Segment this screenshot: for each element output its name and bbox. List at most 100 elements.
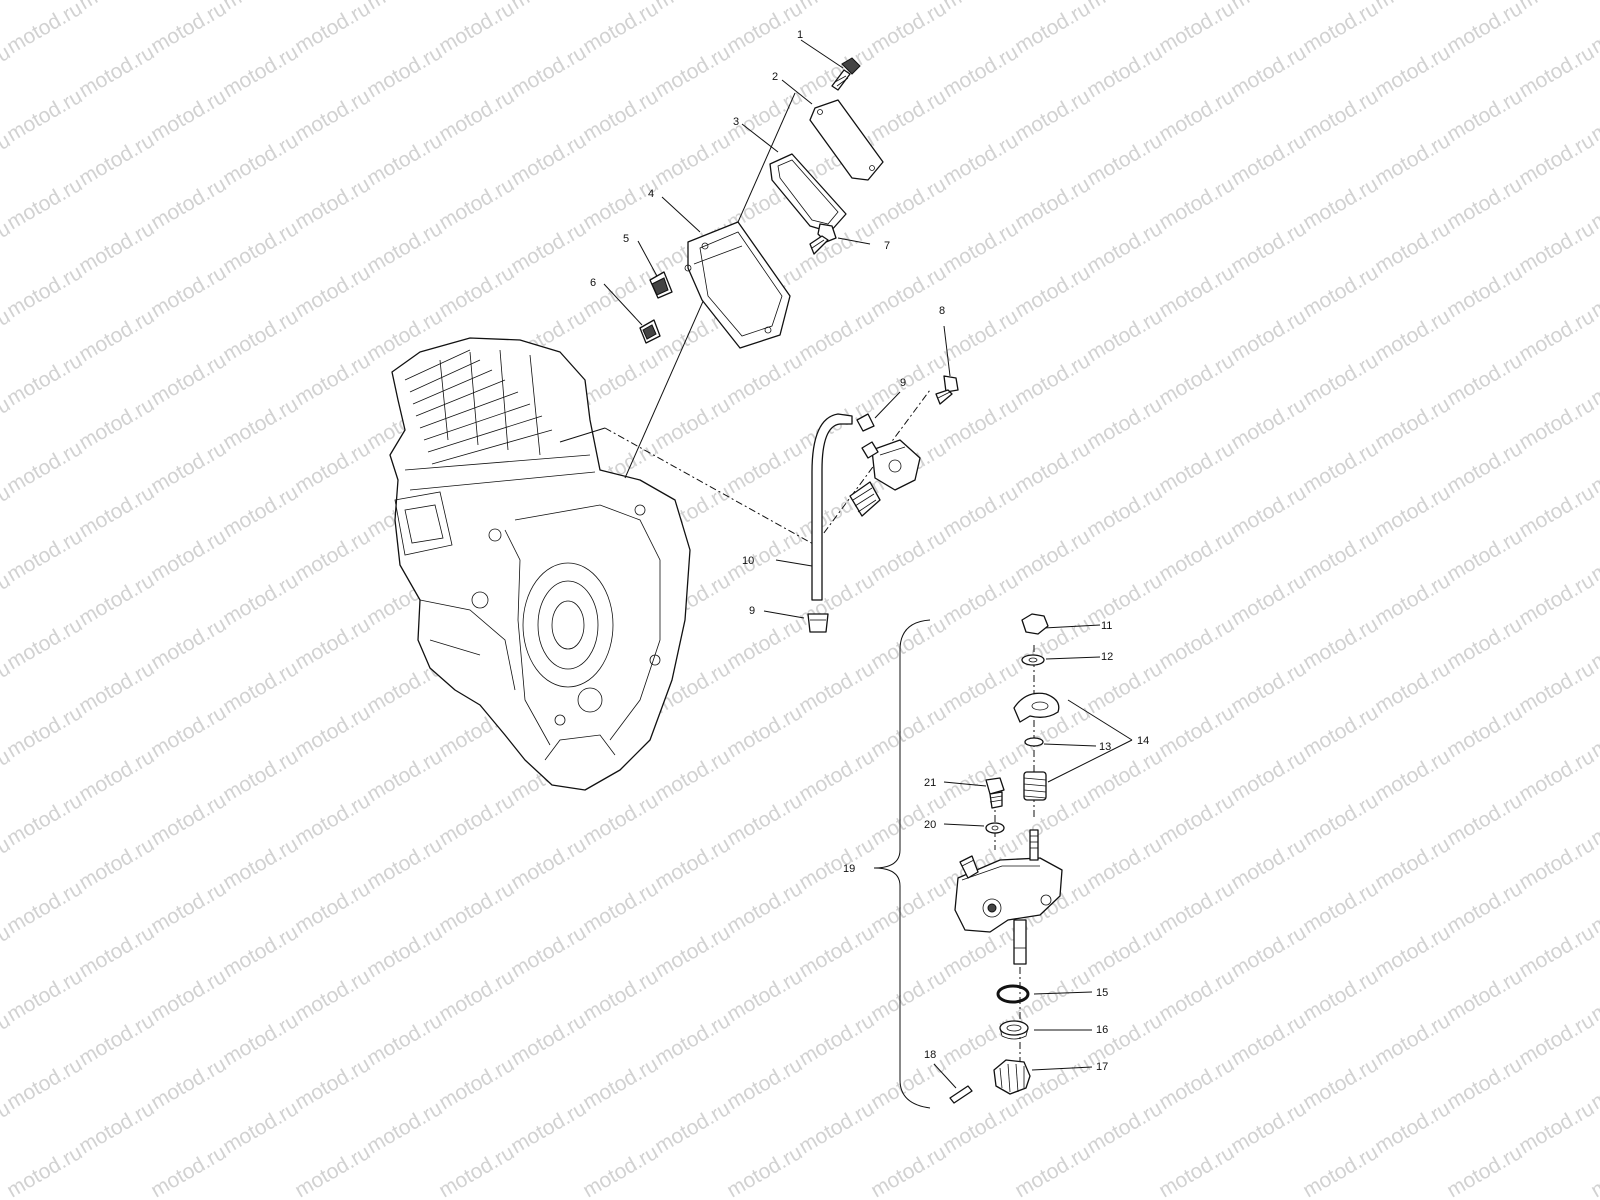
part-11-nut [1021, 613, 1101, 635]
watermark-text: motod.ru [939, 305, 1022, 366]
watermark-text: motod.ru [1515, 833, 1598, 894]
watermark-text: motod.ru [723, 965, 806, 1026]
watermark-text: motod.ru [291, 613, 374, 674]
part-9-clamp-lower [763, 610, 829, 633]
watermark-text: motod.ru [291, 877, 374, 938]
watermark-text: motod.ru [147, 437, 230, 498]
watermark-text: motod.ru [939, 569, 1022, 630]
watermark-text: motod.ru [651, 0, 734, 14]
watermark-text: motod.ru [1083, 745, 1166, 806]
watermark-text: motod.ru [1299, 1141, 1382, 1200]
watermark-text: motod.ru [219, 305, 302, 366]
watermark-text: motod.ru [291, 1141, 374, 1200]
watermark-text: motod.ru [795, 41, 878, 102]
watermark-text: motod.ru [1515, 0, 1598, 14]
watermark-text: motod.ru [1083, 657, 1166, 718]
part-9-clamp-upper [856, 391, 901, 432]
watermark-text: motod.ru [219, 569, 302, 630]
watermark-text: motod.ru [1515, 1097, 1598, 1158]
watermark-text: motod.ru [1371, 745, 1454, 806]
watermark-text: motod.ru [3, 349, 86, 410]
callout-label: 2 [772, 71, 778, 83]
watermark-text: motod.ru [147, 789, 230, 850]
watermark-text: motod.ru [0, 0, 14, 14]
watermark-text: motod.ru [363, 0, 446, 14]
watermark-text: motod.ru [939, 1097, 1022, 1158]
watermark-text: motod.ru [1155, 701, 1238, 762]
watermark-text: motod.ru [723, 525, 806, 586]
callout-label: 17 [1096, 1061, 1108, 1073]
watermark-text: motod.ru [147, 525, 230, 586]
watermark-text: motod.ru [507, 41, 590, 102]
engine-block [389, 337, 691, 791]
watermark-text: motod.ru [435, 1053, 518, 1114]
watermark-text: motod.ru [435, 1141, 518, 1200]
watermark-text: motod.ru [795, 921, 878, 982]
watermark-text: motod.ru [651, 1009, 734, 1070]
watermark-text: motod.ru [1011, 525, 1094, 586]
watermark-text: motod.ru [795, 0, 878, 14]
oil-pump-body [954, 829, 1063, 965]
watermark-text: motod.ru [147, 877, 230, 938]
callout-label: 21 [924, 777, 936, 789]
watermark-text: motod.ru [291, 261, 374, 322]
watermark-text: motod.ru [1227, 1097, 1310, 1158]
watermark-text: motod.ru [1227, 657, 1310, 718]
watermark-text: motod.ru [1155, 965, 1238, 1026]
watermark-text: motod.ru [75, 129, 158, 190]
watermark-text: motod.ru [75, 657, 158, 718]
watermark-text: motod.ru [1227, 393, 1310, 454]
part-5-fitting [637, 240, 673, 299]
watermark-text: motod.ru [795, 745, 878, 806]
watermark-text: motod.ru [1443, 85, 1526, 146]
callout-label: 10 [742, 555, 754, 567]
watermark-text: motod.ru [1371, 481, 1454, 542]
watermark-text: motod.ru [579, 789, 662, 850]
watermark-text: motod.ru [291, 789, 374, 850]
watermark-text: motod.ru [1083, 41, 1166, 102]
watermark-text: motod.ru [579, 877, 662, 938]
watermark-text: motod.ru [1227, 745, 1310, 806]
watermark-text: motod.ru [1299, 85, 1382, 146]
watermark-text: motod.ru [867, 525, 950, 586]
watermark-text: motod.ru [579, 173, 662, 234]
watermark-text: motod.ru [795, 569, 878, 630]
part-16-seal [999, 1020, 1092, 1040]
watermark-text: motod.ru [651, 393, 734, 454]
watermark-text: motod.ru [795, 1009, 878, 1070]
watermark-text: motod.ru [75, 393, 158, 454]
callout-label: 18 [924, 1049, 936, 1061]
watermark-text: motod.ru [1371, 1009, 1454, 1070]
watermark-text: motod.ru [1299, 877, 1382, 938]
watermark-text: motod.ru [147, 1053, 230, 1114]
watermark-text: motod.ru [363, 217, 446, 278]
watermark-text: motod.ru [1299, 965, 1382, 1026]
watermark-text: motod.ru [1587, 1141, 1600, 1200]
watermark-text: motod.ru [3, 1141, 86, 1200]
watermark-text: motod.ru [219, 393, 302, 454]
watermark-text: motod.ru [1299, 437, 1382, 498]
watermark-text: motod.ru [219, 217, 302, 278]
watermark-text: motod.ru [3, 613, 86, 674]
watermark-text: motod.ru [867, 701, 950, 762]
watermark-text: motod.ru [1011, 349, 1094, 410]
watermark-text: motod.ru [939, 0, 1022, 14]
watermark-text: motod.ru [1155, 1053, 1238, 1114]
watermark-text: motod.ru [1011, 965, 1094, 1026]
callout-label: 19 [843, 863, 855, 875]
part-21-screw [943, 777, 1005, 809]
watermark-text: motod.ru [75, 833, 158, 894]
watermark-text: motod.ru [1227, 1009, 1310, 1070]
watermark-text: motod.ru [1371, 393, 1454, 454]
watermark-text: motod.ru [1371, 305, 1454, 366]
watermark-text: motod.ru [1155, 613, 1238, 674]
watermark-text: motod.ru [1443, 173, 1526, 234]
watermark-text: motod.ru [147, 1141, 230, 1200]
callout-label: 3 [733, 116, 739, 128]
watermark-text: motod.ru [939, 393, 1022, 454]
watermark-text: motod.ru [291, 173, 374, 234]
watermark-text: motod.ru [435, 173, 518, 234]
watermark-text: motod.ru [867, 613, 950, 674]
